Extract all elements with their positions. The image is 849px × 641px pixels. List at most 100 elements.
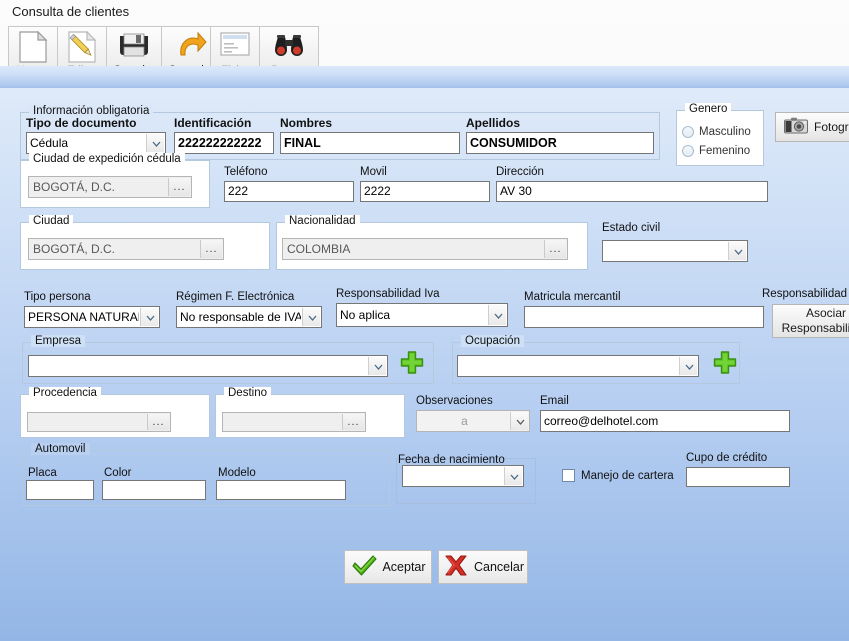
fotografia-label: Fotografía <box>814 120 849 134</box>
responsabilidad-iva-select[interactable]: No aplica <box>336 303 508 327</box>
radio-femenino[interactable]: Femenino <box>682 145 750 157</box>
label-fecha-nacimiento: Fecha de nacimiento <box>398 454 505 466</box>
matricula-input[interactable] <box>524 306 764 328</box>
plus-icon <box>712 350 738 379</box>
label-nombres: Nombres <box>280 116 333 130</box>
group-caption: Genero <box>685 103 732 115</box>
asociar-line1: Asociar <box>805 306 846 320</box>
empresa-add-button[interactable] <box>398 350 426 378</box>
label-responsabilidad-fiscal: Responsabilidad Fiscal <box>762 288 849 300</box>
identificacion-input[interactable]: 222222222222 <box>174 132 274 154</box>
label-placa: Placa <box>28 467 57 479</box>
radio-label: Masculino <box>699 126 751 138</box>
group-automovil: Automovil <box>22 443 390 506</box>
ellipsis-icon[interactable]: ... <box>168 178 190 196</box>
ellipsis-icon[interactable]: ... <box>544 240 566 258</box>
tipo-persona-value: PERSONA NATURAL <box>28 310 139 324</box>
direccion-input[interactable]: AV 30 <box>496 181 768 202</box>
group-caption: Ocupación <box>461 335 524 347</box>
destino-picker[interactable]: ... <box>222 412 366 432</box>
responsabilidad-iva-value: No aplica <box>340 308 391 322</box>
group-empresa: Empresa <box>22 335 434 384</box>
radio-masculino[interactable]: Masculino <box>682 126 751 138</box>
group-informacion-obligatoria: Información obligatoria <box>20 105 660 160</box>
nacionalidad-value: COLOMBIA <box>287 242 351 256</box>
aceptar-label: Aceptar <box>382 560 426 574</box>
tipo-persona-select[interactable]: PERSONA NATURAL <box>24 306 160 328</box>
toolbar-accent-strip <box>0 66 849 88</box>
chevron-down-icon[interactable] <box>728 242 746 260</box>
label-tipo-persona: Tipo persona <box>24 291 91 303</box>
ellipsis-icon[interactable]: ... <box>147 414 169 430</box>
ellipsis-icon[interactable]: ... <box>342 414 364 430</box>
estado-civil-select[interactable] <box>602 240 748 262</box>
movil-input[interactable]: 2222 <box>360 181 490 202</box>
label-tipo-documento: Tipo de documento <box>26 116 137 130</box>
fotografia-button[interactable]: Fotografía <box>775 112 849 142</box>
camera-icon <box>784 117 808 137</box>
chevron-down-icon[interactable] <box>488 305 506 325</box>
nacionalidad-picker[interactable]: COLOMBIA ... <box>282 238 568 260</box>
manejo-cartera-label: Manejo de cartera <box>581 469 674 482</box>
group-caption: Información obligatoria <box>29 105 154 117</box>
label-modelo: Modelo <box>218 467 256 479</box>
modelo-input[interactable] <box>216 480 346 500</box>
chevron-down-icon[interactable] <box>504 467 522 485</box>
group-caption: Nacionalidad <box>285 215 360 227</box>
green-check-icon <box>350 554 378 581</box>
title-bar: Consulta de clientes <box>0 0 849 24</box>
label-color: Color <box>104 467 132 479</box>
group-genero: Genero <box>676 103 764 166</box>
fecha-nacimiento-select[interactable] <box>402 465 524 487</box>
label-estado-civil: Estado civil <box>602 222 661 234</box>
card-icon <box>219 31 251 62</box>
group-caption: Automovil <box>31 443 90 455</box>
chevron-down-icon[interactable] <box>510 412 528 430</box>
plus-icon <box>399 350 425 379</box>
cancelar-label: Cancelar <box>473 560 525 574</box>
group-fecha-nacimiento <box>396 458 536 504</box>
asociar-responsabilidad-button[interactable]: Asociar Responsabilidad <box>772 304 849 338</box>
chevron-down-icon[interactable] <box>140 308 158 326</box>
procedencia-picker[interactable]: ... <box>27 412 171 432</box>
ellipsis-icon[interactable]: ... <box>200 240 222 258</box>
label-responsabilidad-iva: Responsabilidad Iva <box>336 288 440 300</box>
binoculars-icon <box>272 31 306 62</box>
aceptar-button[interactable]: Aceptar <box>344 550 432 584</box>
empresa-select[interactable] <box>28 355 388 377</box>
chevron-down-icon[interactable] <box>302 308 320 326</box>
chevron-down-icon[interactable] <box>146 134 164 152</box>
color-input[interactable] <box>102 480 206 500</box>
ciudad-picker[interactable]: BOGOTÁ, D.C. ... <box>28 238 224 260</box>
telefono-input[interactable]: 222 <box>224 181 354 202</box>
cupo-credito-input[interactable] <box>686 467 790 487</box>
chevron-down-icon[interactable] <box>368 357 386 375</box>
cancelar-button[interactable]: Cancelar <box>438 550 528 584</box>
floppy-disk-icon <box>118 31 150 64</box>
label-cupo-credito: Cupo de crédito <box>686 452 768 464</box>
group-caption: Destino <box>224 387 271 399</box>
email-input[interactable]: correo@delhotel.com <box>540 410 790 432</box>
chevron-down-icon[interactable] <box>679 357 697 375</box>
observaciones-select[interactable]: a <box>416 410 530 432</box>
manejo-cartera-checkbox[interactable]: Manejo de cartera <box>562 469 674 482</box>
radio-circle-icon <box>682 145 694 157</box>
form-area: Información obligatoria Tipo de document… <box>0 88 849 641</box>
ciudad-expedicion-picker[interactable]: BOGOTÁ, D.C. ... <box>28 176 192 198</box>
nombres-input[interactable]: FINAL <box>280 132 460 154</box>
apellidos-input[interactable]: CONSUMIDOR <box>466 132 654 154</box>
checkbox-icon <box>562 469 575 482</box>
ocupacion-add-button[interactable] <box>711 350 739 378</box>
label-email: Email <box>540 395 569 407</box>
label-regimen: Régimen F. Electrónica <box>176 291 295 303</box>
regimen-value: No responsable de IVA <box>180 310 301 324</box>
tipo-documento-value: Cédula <box>30 136 69 150</box>
group-caption: Procedencia <box>29 387 101 399</box>
ocupacion-select[interactable] <box>457 355 699 377</box>
group-caption: Ciudad <box>29 215 74 227</box>
placa-input[interactable] <box>26 480 94 500</box>
window-title: Consulta de clientes <box>12 4 130 19</box>
regimen-select[interactable]: No responsable de IVA <box>176 306 322 328</box>
tipo-documento-select[interactable]: Cédula <box>26 132 166 154</box>
